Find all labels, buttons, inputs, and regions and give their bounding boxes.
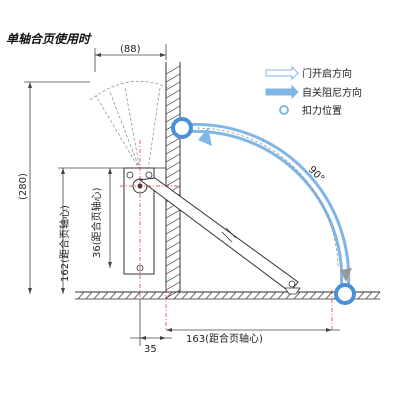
floor-hatch-line (253, 291, 261, 300)
floor-hatch-line (93, 291, 101, 300)
floor (75, 291, 381, 300)
floor-hatch-line (133, 291, 141, 300)
damping-arrow-head (198, 128, 212, 146)
floor-hatch-line (213, 291, 221, 300)
wall-hatch-line (165, 209, 181, 219)
swing-trace (89, 80, 169, 171)
wall-hatch-line (165, 257, 181, 267)
floor-hatch-line (173, 291, 181, 300)
force-point-top-icon (171, 117, 193, 139)
wall-hatch-line (165, 65, 181, 75)
wall-hatch-line (165, 169, 181, 179)
wall-hatch-line (165, 273, 181, 283)
wall-hatch-line (165, 281, 181, 291)
dimension-height-to-axis: 162(距合页轴心) (58, 167, 130, 294)
floor-hatch-line (373, 291, 381, 300)
floor-hatch-line (325, 291, 333, 300)
floor-hatch-line (237, 291, 245, 300)
wall-hatch-line (165, 161, 181, 171)
dimension-arm-height: 36(距合页轴心) (90, 168, 112, 268)
dimension-horizontal-to-axis: 163(距合页轴心) (166, 328, 340, 345)
floor-hatch-line (101, 291, 109, 300)
floor-hatch-line (357, 291, 365, 300)
offset-35-label: 35 (144, 344, 157, 355)
force-points (171, 117, 356, 305)
wall-hatch-line (165, 225, 181, 235)
wall-hatch-line (165, 217, 181, 227)
wall-hatch-line (165, 145, 181, 155)
legend-force-point-label: 扣力位置 (302, 104, 342, 117)
floor-hatch-line (229, 291, 237, 300)
wall-hatch-line (165, 137, 181, 147)
top-width-label: (88) (120, 44, 141, 55)
force-point-bottom-icon (334, 283, 356, 305)
diagram-title: 单轴合页使用时 (6, 32, 91, 46)
floor-hatch-line (157, 291, 165, 300)
wall-hatch-line (165, 89, 181, 99)
floor-hatch-line (77, 291, 85, 300)
floor-hatch-line (117, 291, 125, 300)
horizontal-to-axis-label: 163(距合页轴心) (186, 332, 263, 345)
floor-hatch-line (85, 291, 93, 300)
legend: 门开启方向 自关阻尼方向 扣力位置 (265, 65, 362, 117)
legend-force-point: 扣力位置 (279, 104, 342, 117)
swing-arrows: 90° (187, 122, 352, 286)
dimension-total-height: (280) (18, 81, 90, 294)
floor-hatch-line (221, 291, 229, 300)
legend-door-open: 门开启方向 (265, 65, 352, 81)
red-centerlines (120, 140, 333, 330)
floor-hatch-line (149, 291, 157, 300)
floor-hatch-line (165, 291, 173, 300)
floor-hatch-line (309, 291, 317, 300)
force-point-icon (279, 105, 289, 115)
legend-damping: 自关阻尼方向 (265, 84, 362, 100)
floor-hatch-line (141, 291, 149, 300)
wall-hatch-line (165, 153, 181, 163)
floor-hatch-line (277, 291, 285, 300)
floor-hatch-line (181, 291, 189, 300)
floor-hatch-line (293, 291, 301, 300)
floor-hatch-line (245, 291, 253, 300)
wall-hatch-line (165, 81, 181, 91)
dimension-offset-35: 35 (130, 300, 172, 355)
legend-door-open-label: 门开启方向 (302, 67, 352, 80)
floor-hatch-line (269, 291, 277, 300)
floor-hatch-line (261, 291, 269, 300)
wall-hatch-line (165, 97, 181, 107)
floor-hatch-line (365, 291, 373, 300)
wall-hatch-line (165, 73, 181, 83)
wall-hatch-line (165, 233, 181, 243)
floor-hatch-line (317, 291, 325, 300)
floor-hatch-line (197, 291, 205, 300)
height-to-axis-label: 162(距合页轴心) (58, 205, 71, 282)
wall-hatch-line (165, 265, 181, 275)
floor-hatch-line (189, 291, 197, 300)
wall-hatch-line (165, 177, 181, 187)
total-height-label: (280) (18, 173, 29, 200)
floor-hatch-line (125, 291, 133, 300)
floor-hatch-line (301, 291, 309, 300)
wall-hatch-line (165, 241, 181, 251)
dimension-top-width: (88) (94, 44, 167, 72)
wall-hatch-line (165, 105, 181, 115)
hinge-arm (138, 177, 301, 295)
floor-hatch-line (205, 291, 213, 300)
wall-hatch-line (165, 113, 181, 123)
arm-height-label: 36(距合页轴心) (90, 187, 103, 258)
wall-post (165, 62, 181, 299)
legend-damping-label: 自关阻尼方向 (302, 86, 362, 99)
floor-hatch-line (109, 291, 117, 300)
wall-hatch-line (165, 249, 181, 259)
